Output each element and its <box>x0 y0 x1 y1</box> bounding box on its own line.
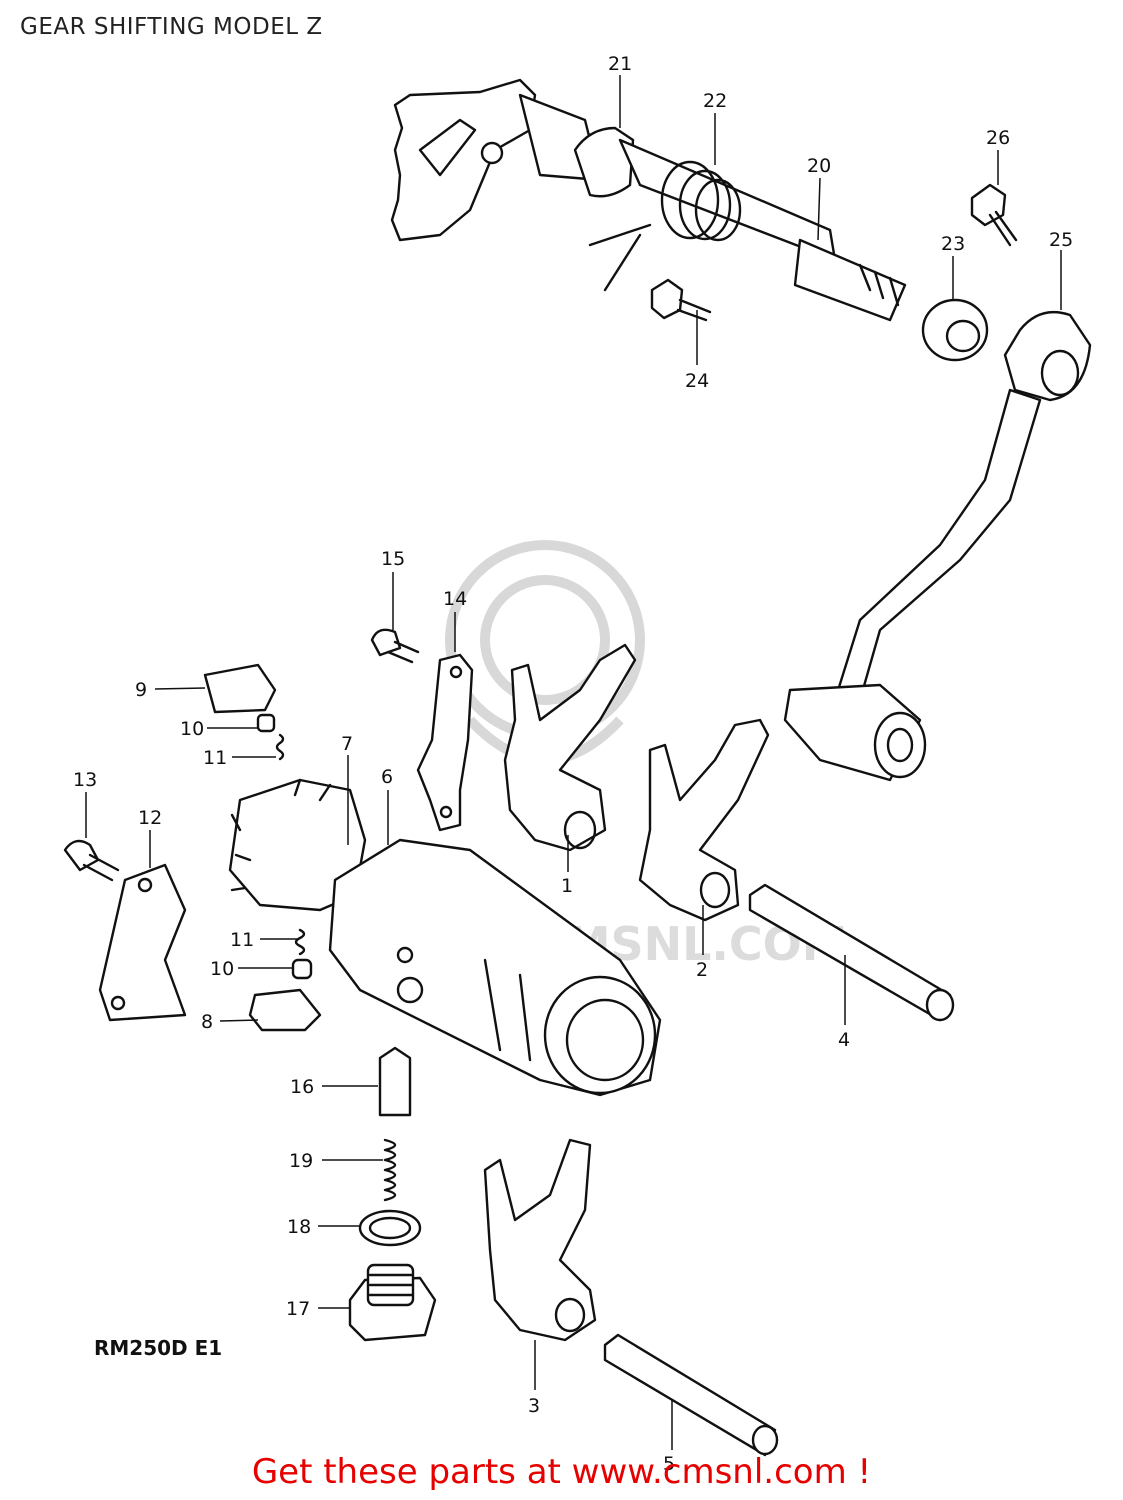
callout-1: 1 <box>561 875 573 897</box>
callout-4: 4 <box>838 1029 850 1051</box>
callout-5: 5 <box>663 1453 675 1475</box>
part-small-components[interactable] <box>203 663 437 1342</box>
callout-12: 12 <box>138 807 162 829</box>
callout-18: 18 <box>287 1216 311 1238</box>
callout-10a: 10 <box>180 718 204 740</box>
callout-23: 23 <box>941 233 965 255</box>
callout-7: 7 <box>341 733 353 755</box>
callout-13: 13 <box>73 769 97 791</box>
callout-17: 17 <box>286 1298 310 1320</box>
callout-10b: 10 <box>210 958 234 980</box>
part-plates[interactable] <box>63 628 474 1022</box>
callout-15: 15 <box>381 548 405 570</box>
page-title: GEAR SHIFTING MODEL Z <box>20 14 323 40</box>
callout-14: 14 <box>443 588 467 610</box>
callout-3: 3 <box>528 1395 540 1417</box>
part-shift-forks[interactable] <box>483 643 770 1342</box>
callouts: 1 2 3 4 5 6 7 8 9 10 10 11 11 1 <box>73 53 1073 1475</box>
callout-22: 22 <box>703 90 727 112</box>
callout-21: 21 <box>608 53 632 75</box>
part-shift-lever[interactable] <box>783 310 1092 782</box>
part-fork-shafts[interactable] <box>603 883 955 1457</box>
callout-8: 8 <box>201 1011 213 1033</box>
callout-19: 19 <box>289 1150 313 1172</box>
callout-9: 9 <box>135 679 147 701</box>
part-shift-drum[interactable] <box>228 778 662 1097</box>
callout-26: 26 <box>986 127 1010 149</box>
callout-11b: 11 <box>230 929 254 951</box>
model-code: RM250D E1 <box>94 1336 223 1360</box>
callout-24: 24 <box>685 370 709 392</box>
callout-6: 6 <box>381 766 393 788</box>
callout-20: 20 <box>807 155 831 177</box>
callout-25: 25 <box>1049 229 1073 251</box>
callout-11a: 11 <box>203 747 227 769</box>
callout-16: 16 <box>290 1076 314 1098</box>
footer-link[interactable]: Get these parts at www.cmsnl.com ! <box>251 1452 872 1492</box>
callout-2: 2 <box>696 959 708 981</box>
part-shift-shaft[interactable] <box>390 78 1018 362</box>
